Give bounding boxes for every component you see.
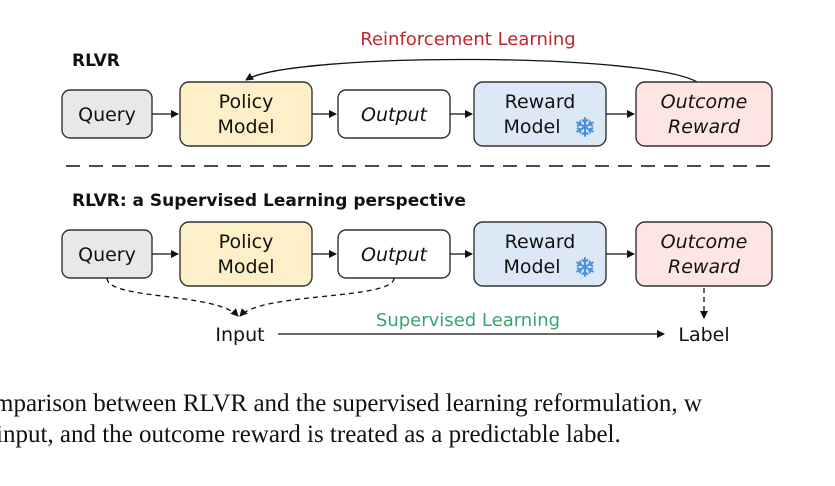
- label-label: Label: [678, 324, 729, 346]
- reinforcement-learning-label: Reinforcement Learning: [360, 29, 575, 50]
- figure-caption: mparison between RLVR and the supervised…: [0, 388, 835, 450]
- query-label-bottom: Query: [78, 244, 136, 266]
- policy-model-label-line1: Policy: [219, 91, 274, 113]
- outcome-reward-label-bottom-line2: Reward: [668, 256, 741, 278]
- output-label-bottom: Output: [361, 244, 429, 266]
- caption-line-2: input, and the outcome reward is treated…: [0, 421, 621, 448]
- input-label: Input: [215, 324, 264, 346]
- outcome-reward-label-line1: Outcome: [661, 91, 748, 113]
- supervised-learning-label: Supervised Learning: [376, 310, 560, 331]
- query-label: Query: [78, 104, 136, 126]
- dashed-output-to-input: [239, 277, 395, 317]
- reinforcement-loop-arrow: [245, 58, 701, 85]
- policy-model-label-bottom-line1: Policy: [219, 231, 274, 253]
- policy-model-label-bottom-line2: Model: [217, 256, 274, 278]
- section-title-rlvr: RLVR: [72, 51, 120, 71]
- outcome-reward-box: [635, 81, 773, 147]
- reward-model-label-line2: Model: [503, 116, 560, 138]
- output-label: Output: [361, 104, 429, 126]
- reward-model-label-bottom-line2: Model: [503, 256, 560, 278]
- outcome-reward-box-bottom: [635, 221, 773, 287]
- outcome-reward-label-bottom-line1: Outcome: [661, 231, 748, 253]
- reward-model-label-bottom-line1: Reward: [505, 231, 576, 253]
- outcome-reward-label-line2: Reward: [668, 116, 741, 138]
- section-title-supervised: RLVR: a Supervised Learning perspective: [72, 191, 466, 211]
- caption-line-1: mparison between RLVR and the supervised…: [0, 390, 702, 417]
- reward-model-label-line1: Reward: [505, 91, 576, 113]
- policy-model-label-line2: Model: [217, 116, 274, 138]
- dashed-query-to-input: [106, 277, 239, 317]
